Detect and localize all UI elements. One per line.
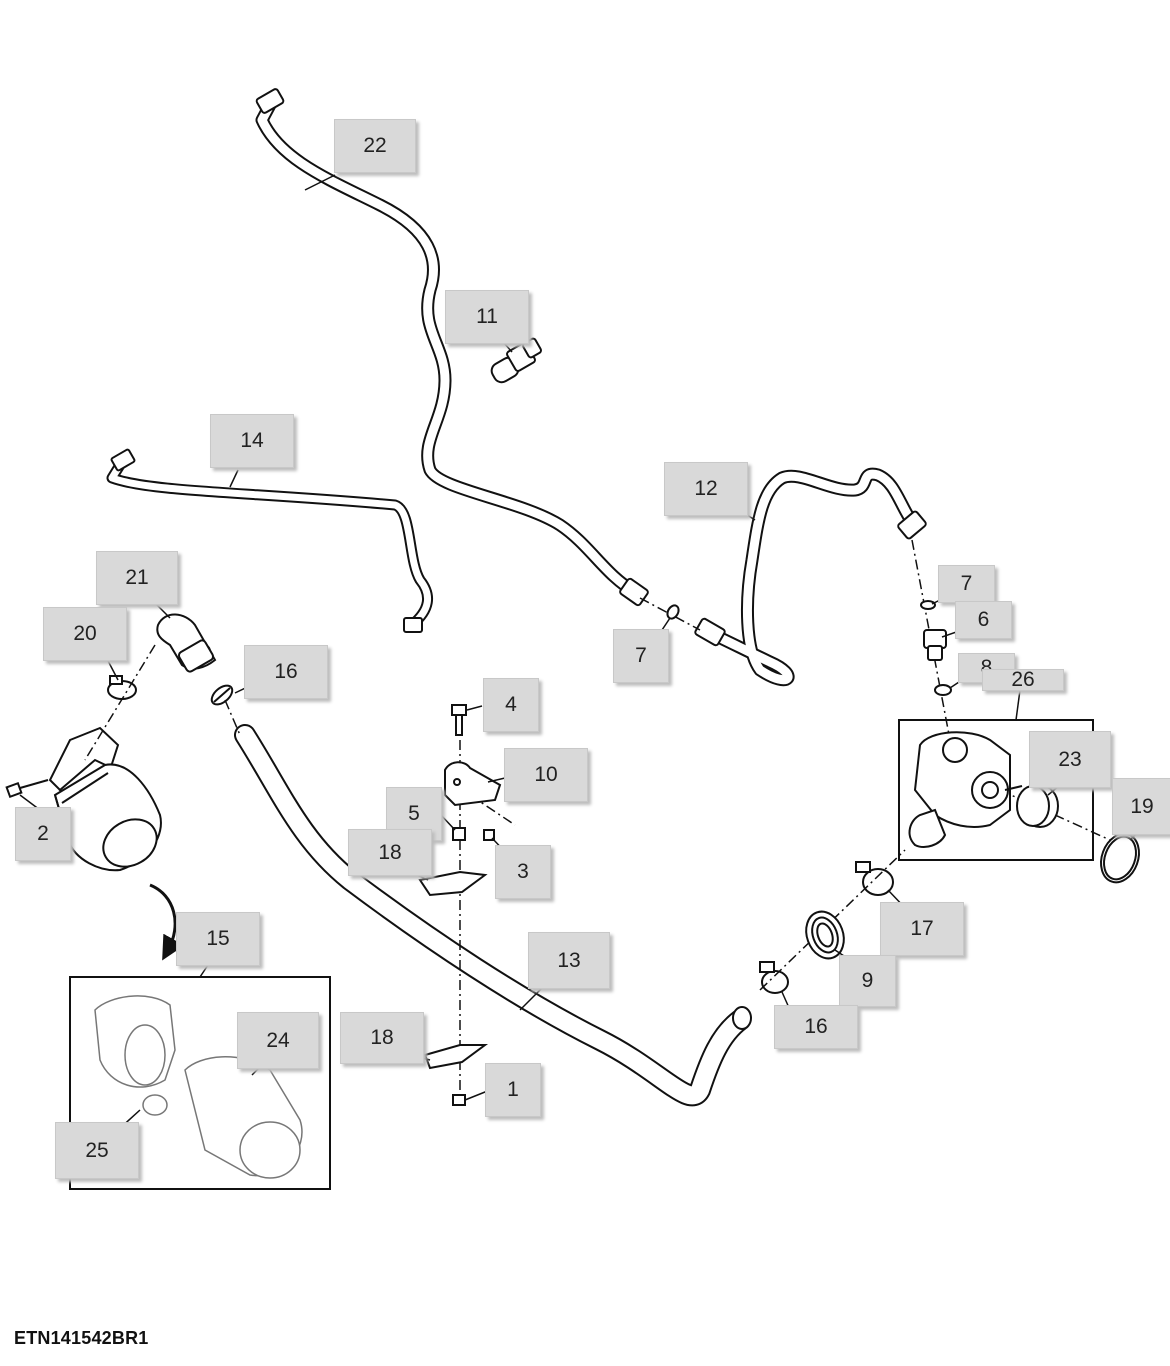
seal-23 [1016, 784, 1059, 828]
hose-13 [234, 724, 752, 1107]
callout-22: 22 [334, 119, 416, 173]
clip-18-upper [418, 870, 488, 897]
detail-arrow [149, 883, 185, 961]
callout-1: 1 [485, 1063, 541, 1117]
o-ring-19 [1100, 832, 1140, 884]
callout-19: 19 [1112, 778, 1170, 835]
callout-16-lower: 16 [774, 1005, 858, 1049]
filter-element-24 [184, 1056, 303, 1179]
callout-7-right: 7 [938, 565, 995, 603]
clip-18-lower [423, 1044, 489, 1070]
fitting-11 [490, 337, 542, 384]
elbow-hose-21 [156, 613, 217, 673]
callout-16-upper: 16 [244, 645, 328, 699]
pump-detail-box-26 [898, 719, 1094, 861]
callout-20: 20 [43, 607, 127, 661]
hose-clamp-16-lower [759, 961, 789, 994]
callout-21: 21 [96, 551, 178, 605]
o-ring-7-right [920, 600, 936, 610]
nut-1 [452, 1094, 466, 1106]
callout-14: 14 [210, 414, 294, 468]
callout-6: 6 [955, 601, 1012, 639]
callout-18-lower: 18 [340, 1012, 424, 1064]
fitting-6 [923, 629, 947, 661]
filter-base-25 [94, 995, 176, 1116]
callout-7-left: 7 [613, 629, 669, 683]
leader-26 [1015, 689, 1021, 721]
callout-15: 15 [176, 912, 260, 966]
callout-2: 2 [15, 807, 71, 861]
hose-clamp-17 [855, 861, 894, 896]
spring-9 [805, 910, 845, 960]
tube-12 [694, 467, 927, 687]
callout-24: 24 [237, 1012, 319, 1069]
bolt-4 [451, 704, 467, 736]
callout-11: 11 [445, 290, 529, 344]
callout-3: 3 [495, 845, 551, 899]
callout-25: 25 [55, 1122, 139, 1179]
callout-17: 17 [880, 902, 964, 956]
callout-4: 4 [483, 678, 539, 732]
nut-5 [452, 827, 466, 841]
callout-13: 13 [528, 932, 610, 989]
callout-26: 26 [982, 668, 1064, 691]
tube-14 [106, 448, 433, 633]
screw-2 [5, 779, 49, 799]
figure-id-label: ETN141542BR1 [14, 1328, 149, 1348]
hose-clamp-20 [107, 675, 137, 700]
callout-10: 10 [504, 748, 588, 802]
callout-12: 12 [664, 462, 748, 516]
callout-23: 23 [1029, 731, 1111, 788]
bracket-10 [444, 761, 502, 807]
callout-9: 9 [839, 955, 896, 1007]
o-ring-8 [934, 684, 952, 696]
callout-18-upper: 18 [348, 829, 432, 876]
hydraulic-pump [908, 731, 1023, 848]
hose-clamp-16-upper [210, 684, 234, 706]
tube-22 [255, 88, 649, 607]
screw-3 [483, 829, 495, 841]
